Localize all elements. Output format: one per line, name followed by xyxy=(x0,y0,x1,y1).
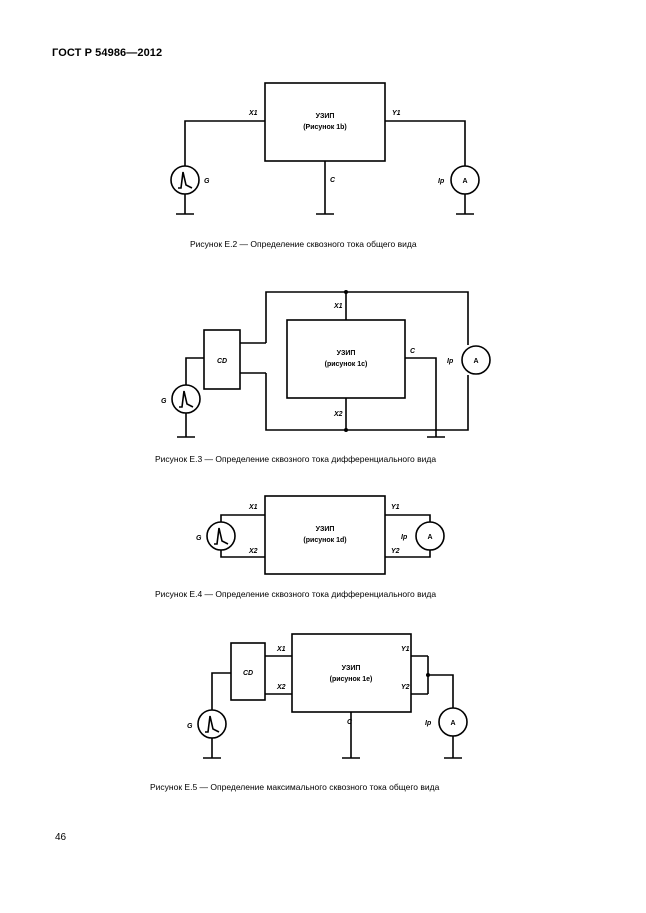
terminal-x1-label: X1 xyxy=(248,110,258,117)
generator-icon xyxy=(197,709,227,739)
uzip-block-title: УЗИП xyxy=(337,350,356,357)
generator-label: G xyxy=(204,178,210,185)
uzip-block-title: УЗИП xyxy=(316,526,335,533)
uzip-block xyxy=(291,633,412,713)
wire-x1 xyxy=(184,120,265,166)
terminal-c-label: C xyxy=(410,348,416,355)
ammeter-icon xyxy=(415,521,445,551)
generator-label: G xyxy=(187,723,193,730)
terminal-y1-label: Y1 xyxy=(401,646,410,653)
wire-g xyxy=(211,672,231,710)
wire-x2 xyxy=(220,550,265,558)
terminal-x1-label: X1 xyxy=(248,504,258,511)
terminal-x2-label: X2 xyxy=(248,548,258,555)
wire-c xyxy=(405,357,437,437)
uzip-block-subtitle: (рисунок 1d) xyxy=(303,537,346,544)
uzip-block xyxy=(264,82,386,162)
terminal-y2-label: Y2 xyxy=(391,548,400,555)
figure-e5-caption: Рисунок Е.5 — Определение максимального … xyxy=(150,782,440,792)
wire-y2 xyxy=(385,550,431,558)
terminal-y1-label: Y1 xyxy=(391,504,400,511)
ammeter-label: A xyxy=(462,178,467,185)
junction-top xyxy=(344,290,348,294)
terminal-y2-label: Y2 xyxy=(401,684,410,691)
wire-a xyxy=(428,674,454,708)
uzip-block xyxy=(264,495,386,575)
generator-label: G xyxy=(196,535,202,542)
uzip-block-subtitle: (рисунок 1e) xyxy=(330,676,373,683)
wire-x1 xyxy=(220,514,265,522)
current-ip-label: Ip xyxy=(401,534,408,541)
terminal-x1-label: X1 xyxy=(333,303,343,310)
figure-e2-diagram: УЗИП (Рисунок 1b) X1 G C Y1 A Ip xyxy=(170,82,480,215)
uzip-block-title: УЗИП xyxy=(342,665,361,672)
generator-icon xyxy=(170,165,200,195)
uzip-block-title: УЗИП xyxy=(316,113,335,120)
figure-e3-diagram: X1 X2 CD УЗИП (рисунок 1c) C G A Ip xyxy=(161,290,491,438)
generator-icon xyxy=(171,384,201,414)
current-ip-label: Ip xyxy=(447,358,454,365)
terminal-y1-label: Y1 xyxy=(392,110,401,117)
terminal-x2-label: X2 xyxy=(276,684,286,691)
cd-block-label: CD xyxy=(243,670,253,677)
ammeter-label: A xyxy=(450,720,455,727)
generator-label: G xyxy=(161,398,167,405)
figure-e3-caption: Рисунок Е.3 — Определение сквозного тока… xyxy=(155,454,437,464)
uzip-block xyxy=(286,319,406,399)
cd-block-label: CD xyxy=(217,358,227,365)
terminal-c-label: C xyxy=(330,177,336,184)
current-ip-label: Ip xyxy=(438,178,445,185)
ammeter-label: A xyxy=(427,534,432,541)
wire-y1 xyxy=(385,514,431,522)
page-number: 46 xyxy=(55,832,67,843)
wire-g xyxy=(185,357,204,385)
cd-block xyxy=(203,329,241,390)
wire-y1 xyxy=(385,120,466,166)
ammeter-icon xyxy=(461,345,491,375)
current-ip-label: Ip xyxy=(425,720,432,727)
wire-outer-top xyxy=(265,291,469,345)
figure-e2-caption: Рисунок Е.2 — Определение сквозного тока… xyxy=(190,239,417,249)
junction-bottom xyxy=(344,428,348,432)
ammeter-label: A xyxy=(473,358,478,365)
document-header: ГОСТ Р 54986—2012 xyxy=(52,47,163,59)
generator-icon xyxy=(206,521,236,551)
cd-block xyxy=(230,642,266,701)
figure-e5-diagram: УЗИП (рисунок 1e) CD X1 X2 G C Y1 Y2 A I… xyxy=(187,633,468,759)
terminal-c-label: C xyxy=(347,719,353,726)
terminal-x2-label: X2 xyxy=(333,411,343,418)
uzip-block-subtitle: (Рисунок 1b) xyxy=(303,124,347,131)
figure-e4-diagram: УЗИП (рисунок 1d) X1 X2 G Y1 Y2 A Ip xyxy=(196,495,445,575)
figure-e4-caption: Рисунок Е.4 — Определение сквозного тока… xyxy=(155,589,437,599)
uzip-block-subtitle: (рисунок 1c) xyxy=(325,361,368,368)
wire-outer-bottom xyxy=(265,373,469,431)
terminal-x1-label: X1 xyxy=(276,646,286,653)
